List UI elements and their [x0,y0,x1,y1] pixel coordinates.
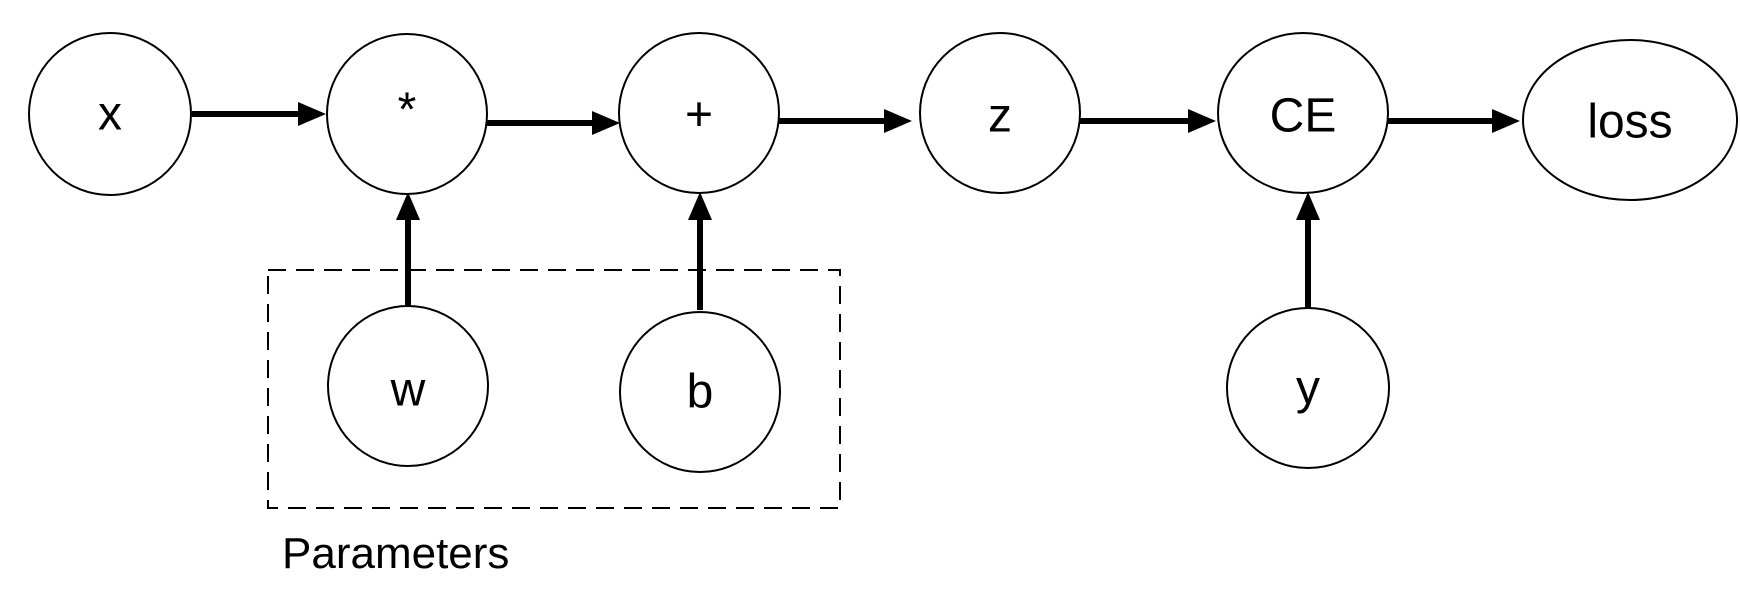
node-w-label: w [390,364,426,417]
parameters-group-label: Parameters [282,529,509,578]
node-ce-label: CE [1270,90,1337,143]
node-loss-ellipse [1522,39,1738,201]
arrowhead-add-to-z [884,109,912,133]
arrowhead-y-to-ce [1296,192,1320,220]
node-y-label: y [1296,362,1320,415]
arrowhead-z-to-ce [1188,109,1216,133]
node-y: y [1226,307,1390,469]
arrowhead-x-to-mul [298,102,326,126]
node-z-circle [919,32,1081,194]
node-x-label: x [98,88,122,141]
node-multiply-label: * [398,84,417,137]
node-z: z [919,32,1081,194]
node-multiply: * [326,33,488,195]
arrowhead-ce-to-loss [1492,109,1520,133]
node-multiply-circle [326,33,488,195]
node-w: w [327,305,489,467]
node-b-label: b [687,366,714,419]
arrowhead-w-to-mul [396,192,420,220]
edges [192,102,1520,310]
node-w-circle [327,305,489,467]
node-add-circle [618,32,780,194]
node-add: + [618,32,780,194]
parameters-group-box [267,269,841,509]
node-add-label: + [685,89,713,142]
node-x: x [28,32,192,196]
node-b: b [619,311,781,473]
node-ce-circle [1217,32,1389,194]
node-ce: CE [1217,32,1389,194]
node-x-circle [28,32,192,196]
node-y-circle [1226,307,1390,469]
node-z-label: z [988,90,1012,143]
arrowhead-mul-to-add [592,111,620,135]
node-loss-label: loss [1587,96,1672,149]
arrowhead-b-to-add [688,192,712,220]
node-loss: loss [1522,39,1738,201]
node-b-circle [619,311,781,473]
